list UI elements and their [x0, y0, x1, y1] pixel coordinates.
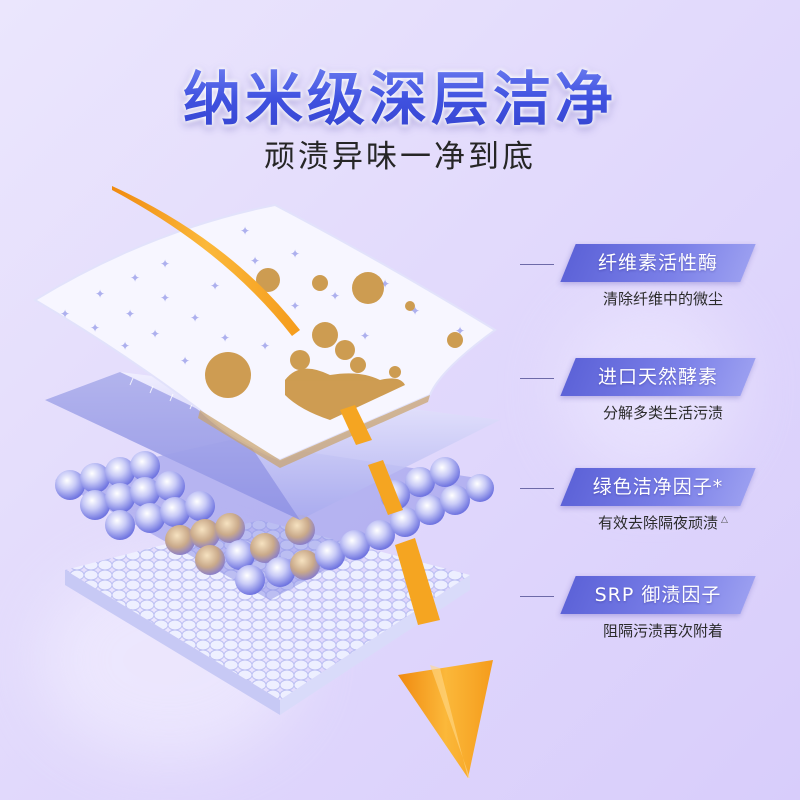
svg-text:✦: ✦	[260, 339, 270, 353]
svg-text:✦: ✦	[290, 299, 300, 313]
svg-text:✦: ✦	[220, 331, 230, 345]
feature-item: SRP 御渍因子 阻隔污渍再次附着	[520, 568, 800, 648]
svg-text:✦: ✦	[250, 254, 260, 268]
connector-line	[520, 264, 554, 265]
feature-item: 绿色洁净因子* 有效去除隔夜顽渍△	[520, 460, 800, 540]
svg-text:✦: ✦	[240, 224, 250, 238]
svg-text:✦: ✦	[210, 279, 220, 293]
svg-text:✦: ✦	[125, 307, 135, 321]
stain-spots	[205, 268, 463, 420]
feature-badge: SRP 御渍因子	[594, 584, 722, 606]
feature-description-text: 清除纤维中的微尘	[602, 290, 723, 308]
connector-line	[520, 488, 554, 489]
orange-arrow-icon	[112, 186, 493, 778]
svg-text:✦: ✦	[330, 289, 340, 303]
connector-line	[520, 596, 554, 597]
svg-text:✦: ✦	[380, 277, 390, 291]
svg-text:✦: ✦	[180, 354, 190, 368]
feature-description-text: 有效去除隔夜顽渍	[598, 514, 719, 532]
svg-text:✦: ✦	[160, 257, 170, 271]
page-subtitle: 顽渍异味一净到底	[264, 139, 536, 175]
svg-text:✦: ✦	[120, 339, 130, 353]
feature-badge: 绿色洁净因子*	[592, 476, 724, 498]
feature-item: 纤维素活性酶 清除纤维中的微尘	[520, 236, 800, 316]
feature-description-text: 分解多类生活污渍	[602, 404, 723, 422]
svg-text:✦: ✦	[290, 247, 300, 261]
feature-description: 阻隔污渍再次附着	[568, 620, 758, 641]
svg-text:✦: ✦	[130, 271, 140, 285]
svg-text:✦: ✦	[150, 327, 160, 341]
svg-text:✦: ✦	[360, 329, 370, 343]
svg-text:✦: ✦	[90, 321, 100, 335]
feature-badge: 纤维素活性酶	[597, 252, 718, 274]
feature-description: 分解多类生活污渍	[568, 402, 758, 423]
svg-text:✦: ✦	[160, 291, 170, 305]
svg-text:✦: ✦	[190, 311, 200, 325]
connector-line	[520, 378, 554, 379]
svg-text:✦: ✦	[95, 287, 105, 301]
feature-item: 进口天然酵素 分解多类生活污渍	[520, 350, 800, 430]
feature-description: 有效去除隔夜顽渍△	[568, 512, 758, 533]
footnote-marker: △	[721, 515, 728, 525]
svg-text:✦: ✦	[455, 324, 465, 338]
svg-text:✦: ✦	[410, 304, 420, 318]
svg-text:✦: ✦	[60, 307, 70, 321]
feature-description: 清除纤维中的微尘	[568, 288, 758, 309]
page-title: 纳米级深层洁净	[0, 52, 800, 136]
feature-description-text: 阻隔污渍再次附着	[602, 622, 723, 640]
feature-badge: 进口天然酵素	[597, 366, 718, 388]
